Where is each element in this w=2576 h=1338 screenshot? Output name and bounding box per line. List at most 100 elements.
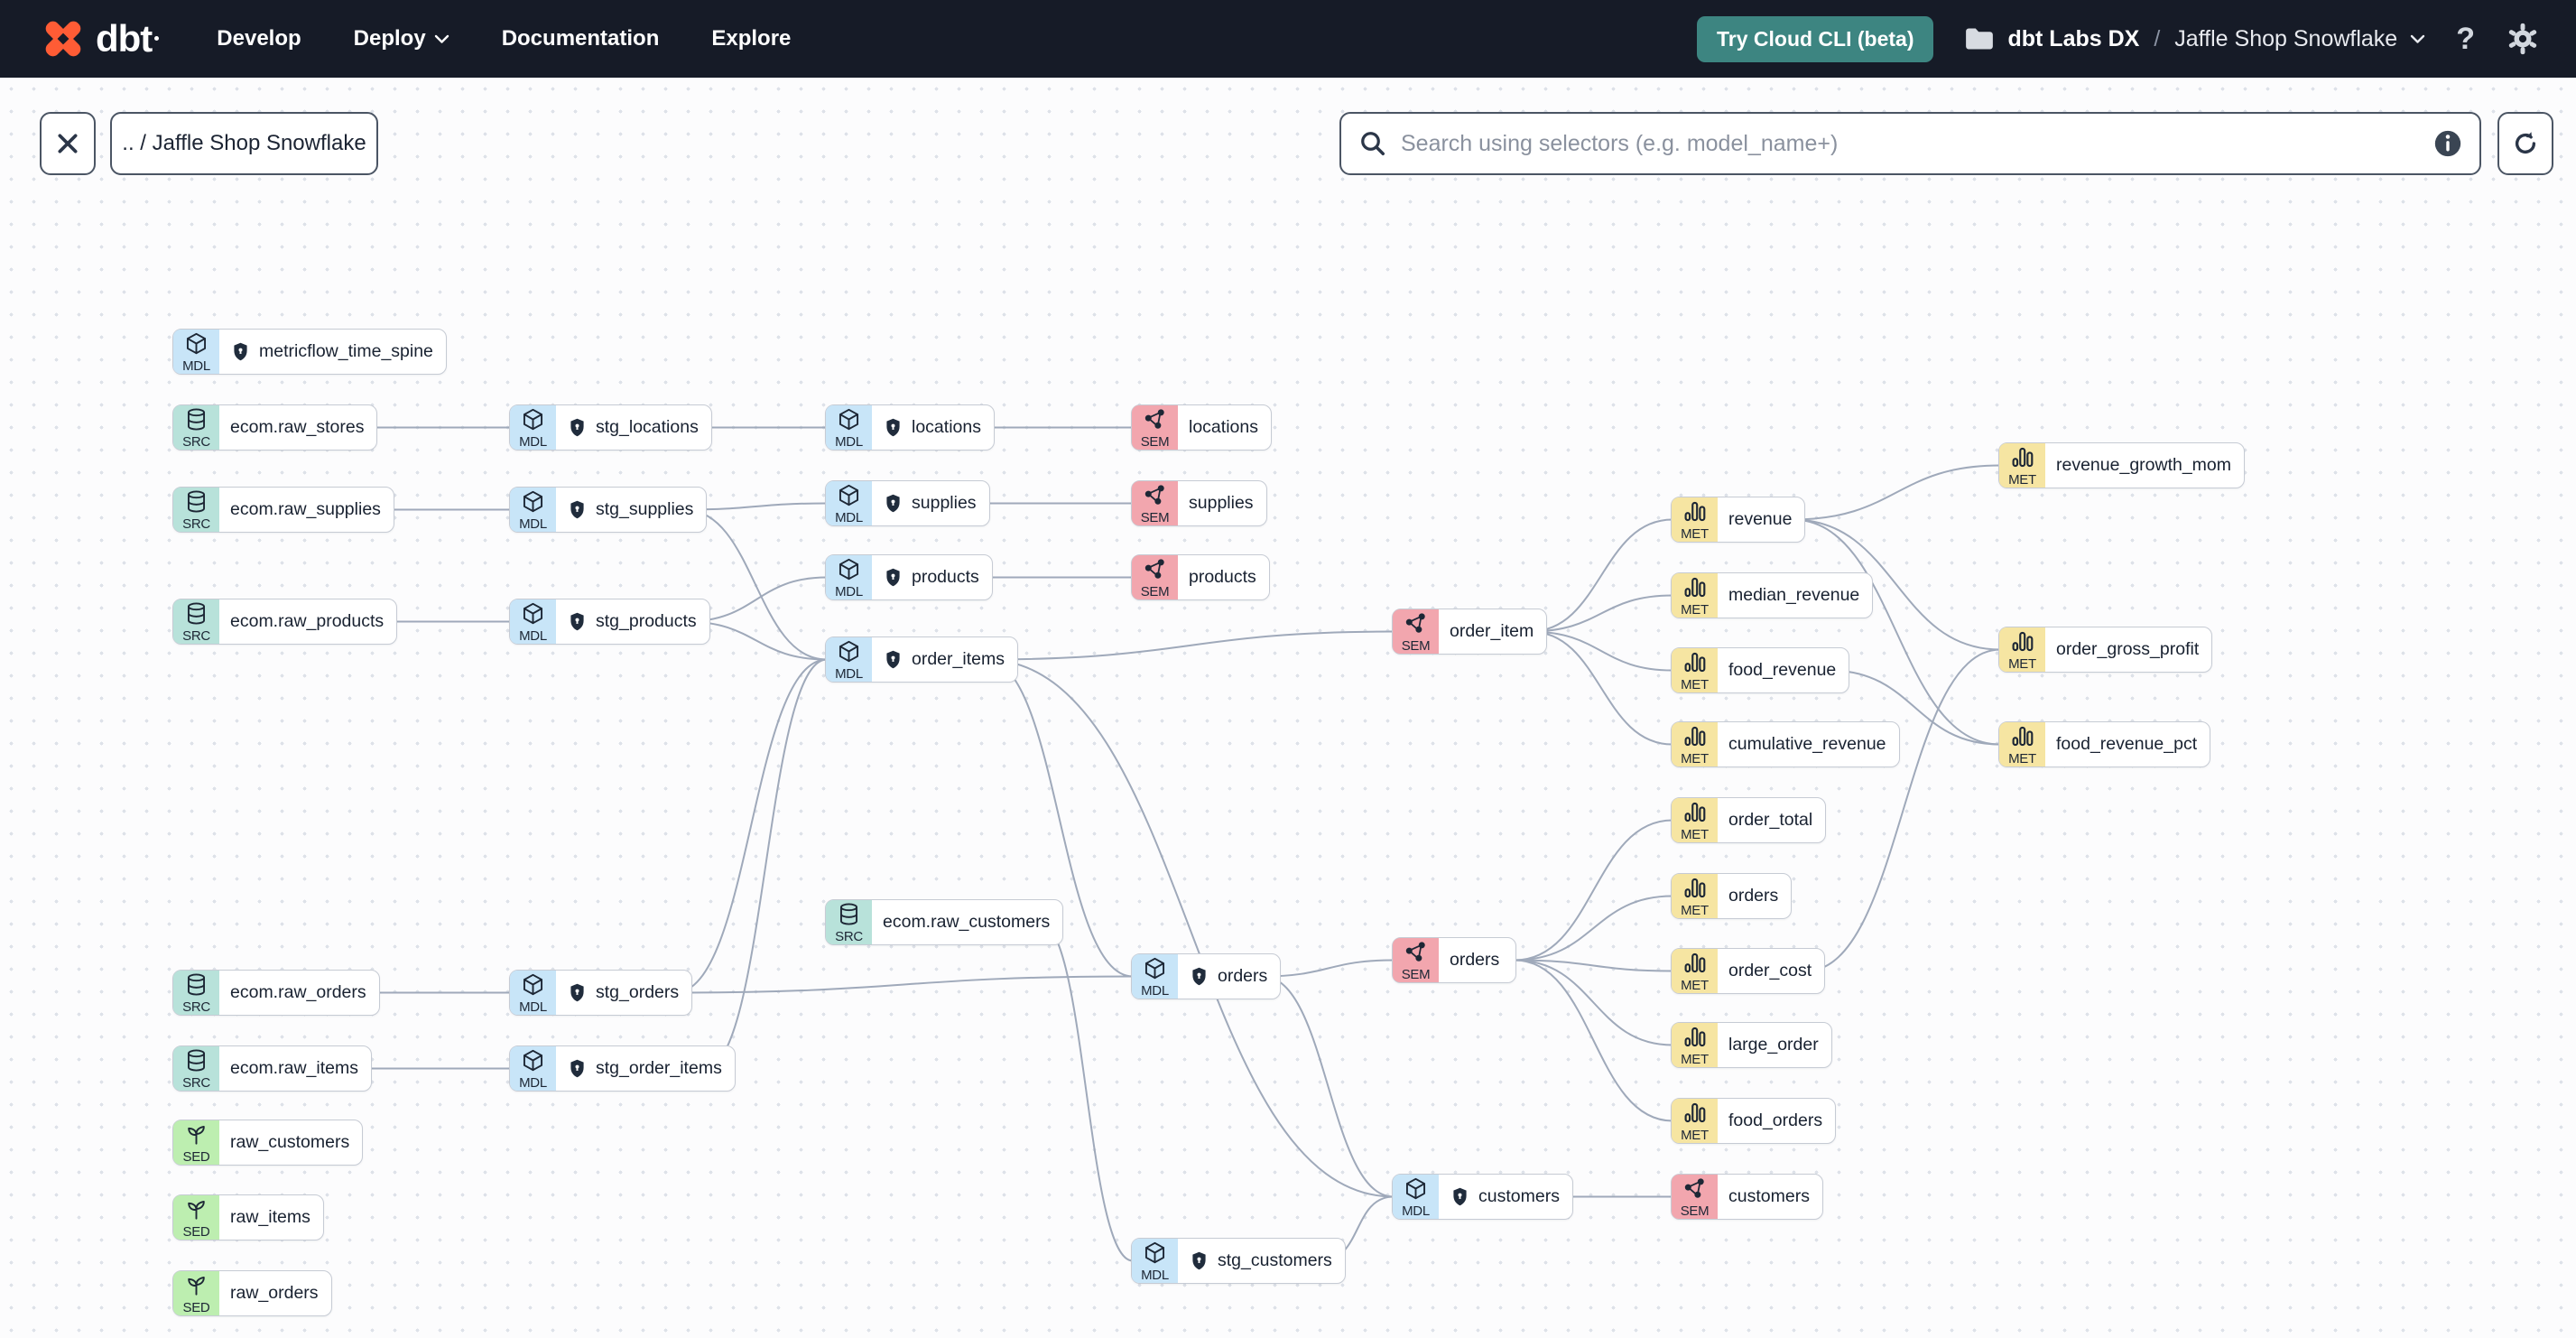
node-label: ecom.raw_supplies — [230, 499, 381, 519]
node-seed_items[interactable]: SED raw_items — [172, 1194, 324, 1240]
semantic-model-badge: SEM — [1132, 481, 1178, 525]
seed-icon — [184, 1122, 208, 1151]
help-button[interactable]: ? — [2456, 23, 2475, 54]
node-label: order_items — [912, 649, 1005, 669]
info-icon[interactable] — [2432, 128, 2463, 159]
menu-item-documentation[interactable]: Documentation — [501, 26, 660, 51]
lineage-canvas[interactable]: .. / Jaffle Shop Snowflake MDLmetricflow… — [0, 78, 2576, 1338]
contract-shield-icon — [230, 341, 251, 362]
node-label: raw_items — [230, 1207, 310, 1227]
node-type-label: MDL — [835, 434, 863, 451]
menu-item-explore[interactable]: Explore — [711, 26, 792, 51]
account-switcher[interactable]: dbt Labs DX / Jaffle Shop Snowflake — [1964, 25, 2425, 52]
breadcrumb[interactable]: .. / Jaffle Shop Snowflake — [110, 112, 378, 175]
node-label: orders — [1218, 966, 1268, 986]
metric-icon — [2010, 724, 2034, 753]
node-label: order_item — [1450, 621, 1534, 641]
model-badge: MDL — [1132, 1239, 1178, 1283]
settings-button[interactable] — [2506, 22, 2540, 56]
semantic-model-icon — [1143, 557, 1167, 586]
node-type-label: MDL — [835, 510, 863, 526]
node-type-label: MET — [1681, 903, 1709, 919]
edge-stg_order_items-order_items — [704, 658, 828, 1070]
refresh-button[interactable] — [2497, 112, 2553, 175]
metric-badge: MET — [1672, 798, 1718, 842]
model-badge: MDL — [510, 599, 556, 644]
node-body: food_orders — [1718, 1099, 1835, 1143]
help-icon: ? — [2456, 22, 2475, 56]
dbt-logo[interactable]: dbt — [40, 15, 160, 62]
node-type-label: MDL — [1141, 1268, 1169, 1284]
gear-icon — [2508, 23, 2537, 55]
try-cloud-cli-button[interactable]: Try Cloud CLI (beta) — [1696, 15, 1934, 62]
menu-item-deploy[interactable]: Deploy — [354, 26, 449, 51]
contract-shield-icon — [1450, 1186, 1470, 1207]
model-badge: MDL — [826, 405, 872, 450]
node-type-label: SED — [182, 1224, 210, 1240]
source-icon — [184, 601, 208, 630]
semantic-model-icon — [1143, 483, 1167, 512]
node-met_order_total[interactable]: MET order_total — [1671, 797, 1827, 843]
node-body: order_items — [872, 637, 1017, 682]
node-body: supplies — [1178, 481, 1266, 525]
node-label: order_total — [1728, 810, 1813, 830]
menu-item-develop[interactable]: Develop — [217, 26, 301, 51]
close-icon — [58, 134, 78, 153]
edge-stg_orders-order_items — [674, 658, 828, 994]
edge-sem_orders-met_orders — [1514, 895, 1673, 962]
close-lineage-button[interactable] — [40, 112, 96, 175]
node-body: products — [872, 555, 992, 599]
node-type-label: SRC — [182, 1075, 210, 1092]
metric-icon — [1682, 800, 1707, 829]
source-icon — [184, 407, 208, 436]
model-icon — [521, 489, 545, 518]
search-input[interactable] — [1399, 129, 2432, 158]
node-label: products — [912, 567, 979, 587]
model-icon — [837, 639, 861, 668]
main-menu: Develop Deploy Documentation Explore — [217, 26, 791, 51]
metric-badge: MET — [1672, 1023, 1718, 1067]
contract-shield-icon — [567, 982, 588, 1003]
semantic-model-badge: SEM — [1132, 555, 1178, 599]
node-label: food_revenue_pct — [2056, 734, 2198, 754]
